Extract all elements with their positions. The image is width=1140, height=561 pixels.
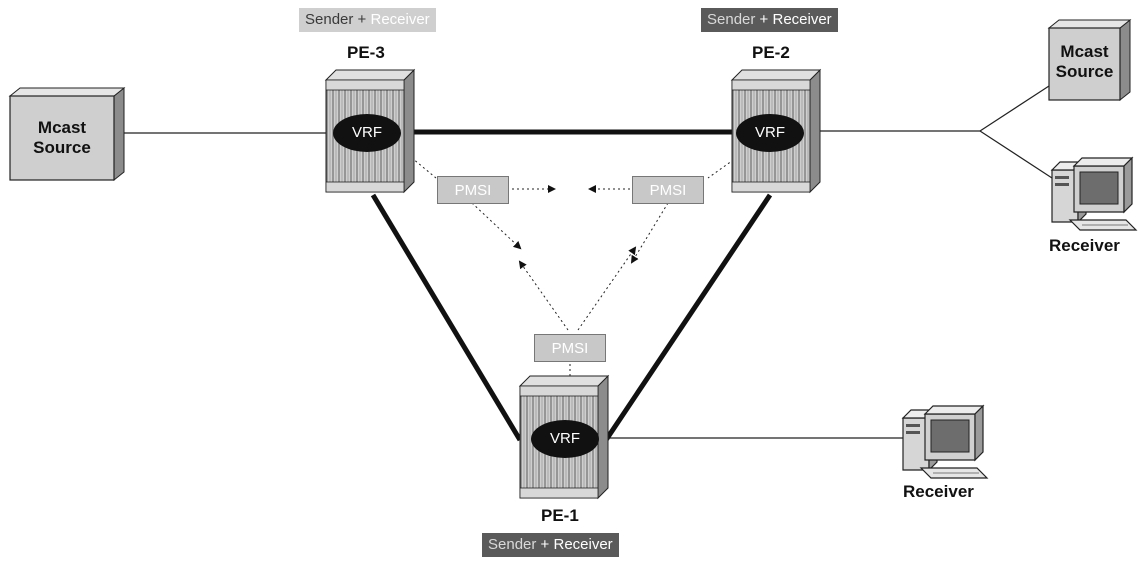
pmsi-arrow-1-to-3 xyxy=(518,260,569,331)
vrf-pe3 xyxy=(333,114,401,152)
receiver-bottom-label: Receiver xyxy=(903,482,974,501)
pe2-role-label: Sender + Receiver xyxy=(701,8,838,32)
link-junction-receiver-right xyxy=(979,130,1053,179)
vrf-pe3-label: VRF xyxy=(352,124,382,141)
mcast-source-left-line2: Source xyxy=(33,138,91,157)
pmsi-pe1: PMSI xyxy=(534,334,606,362)
pe2-label: PE-2 xyxy=(752,43,790,62)
link-pe2-pe1 xyxy=(603,193,773,442)
pe1-label: PE-1 xyxy=(541,506,579,525)
vrf-pe1-label: VRF xyxy=(550,430,580,447)
pe1-role-sender: Sender xyxy=(488,536,537,553)
pmsi-link-vrf2-pmsi2 xyxy=(707,147,751,179)
pe2-role-plus: + xyxy=(759,11,769,28)
pe3-role-label: Sender + Receiver xyxy=(299,8,436,32)
pe1-role-plus: + xyxy=(540,536,550,553)
mcast-source-left-line1: Mcast xyxy=(37,118,87,137)
vrf-pe1 xyxy=(531,420,599,458)
pe1-role-receiver: Receiver xyxy=(553,536,613,553)
pe3-role-sender: Sender xyxy=(305,11,354,28)
pe3-role-receiver: Receiver xyxy=(370,11,430,28)
pe3-label: PE-3 xyxy=(347,43,385,62)
vrf-pe2-label: VRF xyxy=(755,124,785,141)
pmsi-arrow-2-to-1 xyxy=(630,202,669,264)
mcast-source-left-label: Mcast Source xyxy=(10,118,114,158)
pe3-role-plus: + xyxy=(357,11,367,28)
mcast-source-right-label: Mcast Source xyxy=(1049,42,1120,82)
pe2-role-receiver: Receiver xyxy=(772,11,832,28)
mcast-source-left-box xyxy=(8,86,126,182)
link-junction-source-right xyxy=(979,85,1050,132)
pmsi-arrow-1-to-2 xyxy=(577,246,637,331)
mcast-source-right-box xyxy=(1047,18,1132,102)
pe1-role-label: Sender + Receiver xyxy=(482,533,619,557)
receiver-right-computer xyxy=(1051,157,1137,231)
mcast-source-right-line2: Source xyxy=(1055,62,1114,81)
vrf-pe2 xyxy=(736,114,804,152)
pmsi-arrow-3-to-1 xyxy=(471,202,522,250)
pe2-role-sender: Sender xyxy=(707,11,756,28)
link-pe3-pe1 xyxy=(370,193,523,442)
pmsi-pe2: PMSI xyxy=(632,176,704,204)
receiver-right-label: Receiver xyxy=(1049,236,1120,255)
mcast-source-right-line1: Mcast xyxy=(1060,42,1109,61)
pmsi-pe3: PMSI xyxy=(437,176,509,204)
receiver-bottom-computer xyxy=(902,405,988,479)
